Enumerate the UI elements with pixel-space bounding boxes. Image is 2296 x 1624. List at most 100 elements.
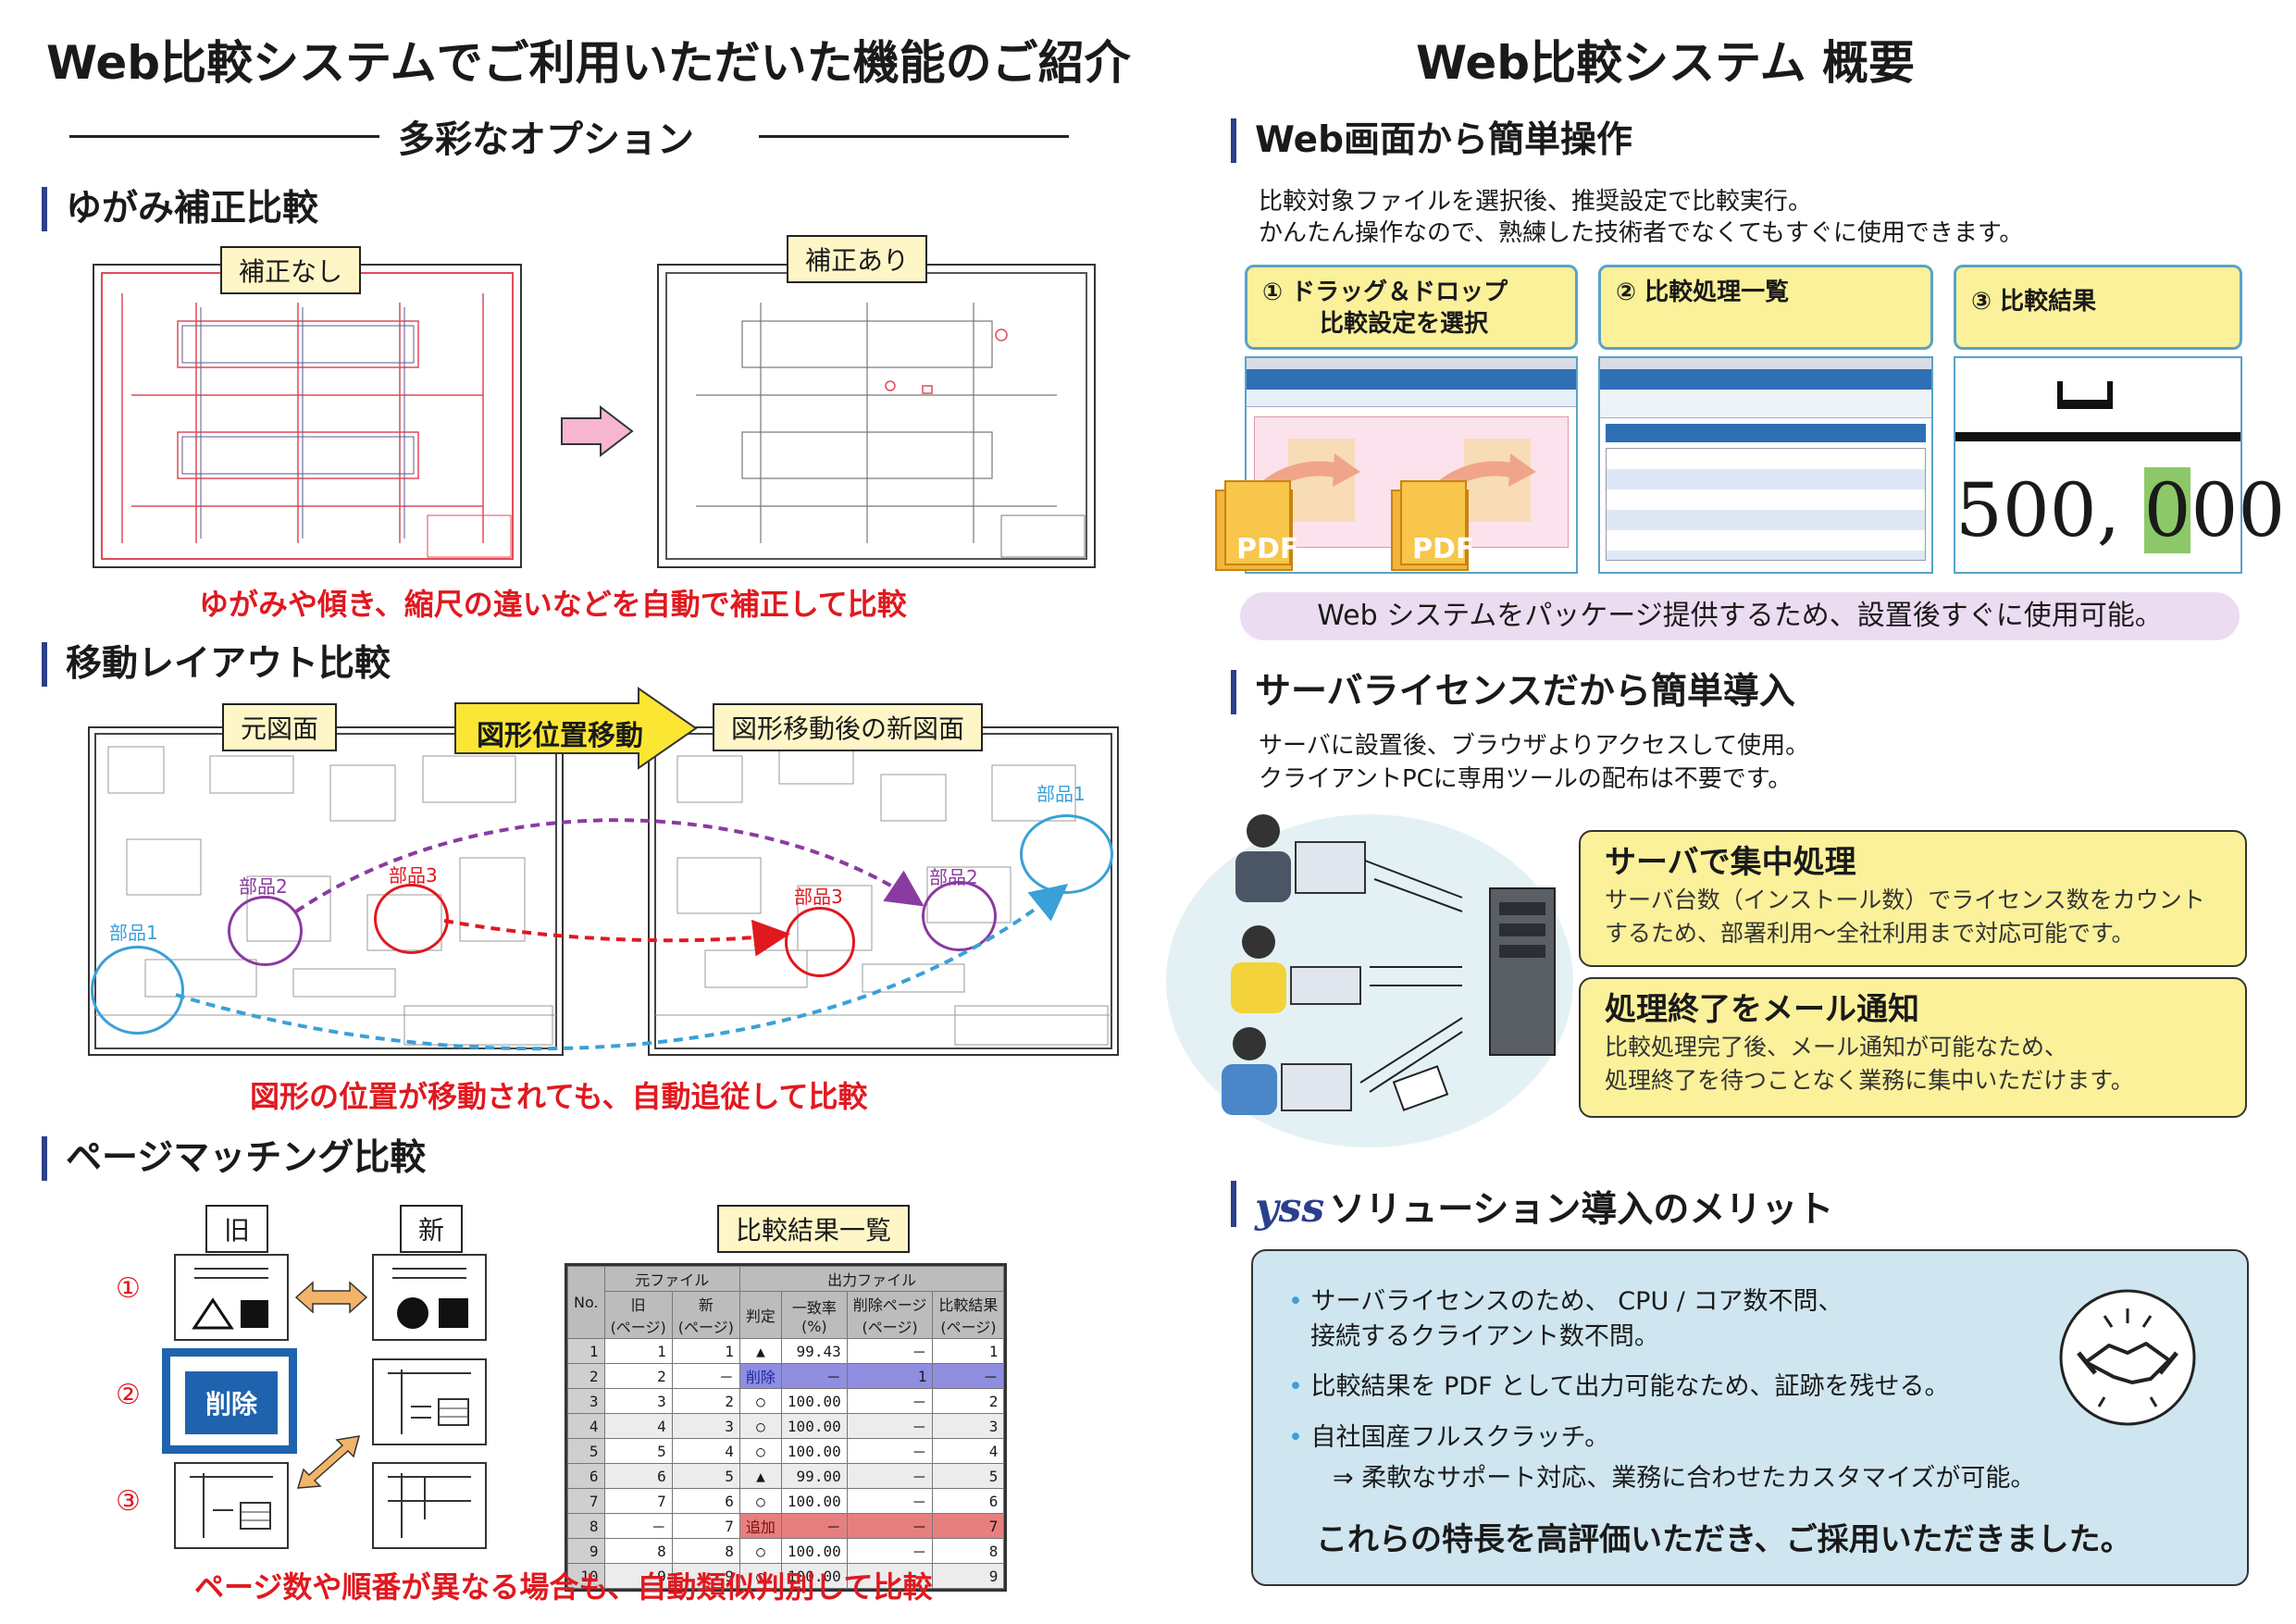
merit-closing: これらの特長を高評価いただき、ご採用いただきました。: [1316, 1521, 2132, 1558]
part2-label-new: 部品2: [929, 866, 978, 888]
web-line1: 比較対象ファイルを選択後、推奨設定で比較実行。: [1259, 188, 1813, 216]
table-cell: 2: [603, 1363, 673, 1389]
th-src: 元ファイル: [603, 1266, 740, 1292]
table-cell-no: 10: [567, 1563, 605, 1589]
table-cell: －: [846, 1438, 934, 1464]
table-cell: ▲: [738, 1463, 782, 1489]
old-label: 旧: [205, 1205, 269, 1253]
num-2: ②: [116, 1379, 141, 1411]
screenshot-result: 500, 000: [1954, 356, 2285, 574]
table-cell: －: [846, 1338, 934, 1364]
th-match: 一致率 (%): [780, 1291, 848, 1339]
server-line2: クライアントPCに専用ツールの配布は不要です。: [1259, 765, 1793, 793]
merit-bullet-1: • サーバライセンスのため、 CPU / コア数不問、 接続するクライアント数不…: [1288, 1287, 1843, 1351]
merit-b1a: サーバライセンスのため、 CPU / コア数不問、: [1310, 1287, 1843, 1316]
table-cell: 3: [932, 1413, 1005, 1439]
pdf-drag-icon-2: [1391, 439, 1536, 571]
table-cell: 4: [671, 1438, 740, 1464]
new-label: 新: [400, 1205, 464, 1253]
num-3: ③: [116, 1485, 141, 1518]
part2-circle-original: [228, 896, 303, 966]
table-cell-no: 9: [567, 1538, 605, 1564]
move-label: 図形位置移動: [477, 720, 643, 752]
table-cell-no: 2: [567, 1363, 605, 1389]
table-cell: 7: [603, 1488, 673, 1514]
right-title: Web比較システム 概要: [1416, 36, 1915, 90]
table-cell: 9: [603, 1563, 673, 1589]
network-illustration: [1222, 814, 1556, 1115]
server-box2: 処理終了をメール通知 比較処理完了後、メール通知が可能なため、 処理終了を待つこ…: [1579, 977, 2247, 1118]
table-cell-no: 5: [567, 1438, 605, 1464]
table-cell: －: [671, 1363, 740, 1389]
table-cell: ○: [738, 1388, 782, 1414]
table-cell: 2: [671, 1388, 740, 1414]
before-label: 補正なし: [220, 246, 362, 294]
part3-label-original: 部品3: [389, 864, 438, 886]
step1-line2: 比較設定を選択: [1320, 310, 1489, 338]
table-cell: －: [846, 1463, 934, 1489]
table-cell: 99.00: [780, 1463, 848, 1489]
delete-label: 削除: [183, 1370, 279, 1436]
table-cell: －: [846, 1413, 934, 1439]
web-heading: Web画面から簡単操作: [1231, 118, 1632, 163]
merit-b2: 比較結果を PDF として出力可能なため、証跡を残せる。: [1310, 1372, 1950, 1401]
table-cell: 6: [603, 1463, 673, 1489]
table-cell: 5: [671, 1463, 740, 1489]
th-judge: 判定: [738, 1291, 782, 1339]
table-cell: ○: [738, 1538, 782, 1564]
table-cell: 削除: [738, 1363, 782, 1389]
screenshot-list: [1598, 356, 1933, 574]
server-box1-line1: サーバ台数（インストール数）でライセンス数をカウント: [1605, 886, 2205, 913]
table-cell: 5: [932, 1463, 1005, 1489]
table-cell: 1: [932, 1338, 1005, 1364]
table-cell: －: [846, 1488, 934, 1514]
table-cell: －: [846, 1538, 934, 1564]
table-cell-no: 3: [567, 1388, 605, 1414]
table-cell: 6: [671, 1488, 740, 1514]
result-table-grid: No. 元ファイル 出力ファイル 旧 (ページ) 新 (ページ) 判定 一致率 …: [567, 1266, 1005, 1589]
table-cell: 7: [932, 1513, 1005, 1539]
table-cell: －: [603, 1513, 673, 1539]
pdf-label-2: PDF: [1412, 533, 1475, 565]
th-old: 旧 (ページ): [603, 1291, 673, 1339]
web-banner: Web システムをパッケージ提供するため、設置後すぐに使用可能。: [1240, 592, 2240, 640]
table-cell: 9: [671, 1563, 740, 1589]
subtitle-rule-right: [759, 135, 1069, 138]
merit-heading-block: yss ソリューション導入のメリット: [1231, 1181, 1833, 1232]
layout-heading: 移動レイアウト比較: [42, 642, 391, 687]
server-box2-line1: 比較処理完了後、メール通知が可能なため、: [1605, 1034, 2068, 1060]
part3-circle-original: [374, 884, 449, 954]
step3-box: ③ 比較結果: [1954, 265, 2242, 350]
movement-arrows: [175, 818, 1069, 1051]
table-cell: 7: [671, 1513, 740, 1539]
step1-box: ① ドラッグ＆ドロップ 比較設定を選択: [1245, 265, 1578, 350]
warp-heading: ゆがみ補正比較: [42, 187, 318, 231]
th-no: No.: [567, 1266, 605, 1339]
th-delpage: 削除ページ (ページ): [846, 1291, 934, 1339]
part2-circle-new: [922, 881, 997, 951]
page-old-3: [174, 1462, 289, 1549]
table-cell: 9: [932, 1563, 1005, 1589]
move-arrow-icon: [454, 687, 698, 770]
page-old-1: [174, 1254, 289, 1341]
merit-b3a: 自社国産フルスクラッチ。: [1310, 1423, 1610, 1452]
merit-box: • サーバライセンスのため、 CPU / コア数不問、 接続するクライアント数不…: [1251, 1249, 2249, 1586]
table-cell: 4: [603, 1413, 673, 1439]
table-cell-no: 7: [567, 1488, 605, 1514]
web-line2: かんたん操作なので、熟練した技術者でなくてもすぐに使用できます。: [1259, 219, 2024, 247]
table-cell: 100.00: [780, 1563, 848, 1589]
table-cell: 100.00: [780, 1488, 848, 1514]
subtitle: 多彩なオプション: [398, 118, 694, 161]
table-cell: 8: [932, 1538, 1005, 1564]
table-cell: 100.00: [780, 1413, 848, 1439]
server-box1-line2: するため、部署利用〜全社利用まで対応可能です。: [1605, 920, 2135, 947]
table-cell-no: 8: [567, 1513, 605, 1539]
subtitle-rule-left: [69, 135, 379, 138]
table-cell: ○: [738, 1488, 782, 1514]
table-cell: 100.00: [780, 1538, 848, 1564]
table-cell: 追加: [738, 1513, 782, 1539]
table-cell: 8: [671, 1538, 740, 1564]
